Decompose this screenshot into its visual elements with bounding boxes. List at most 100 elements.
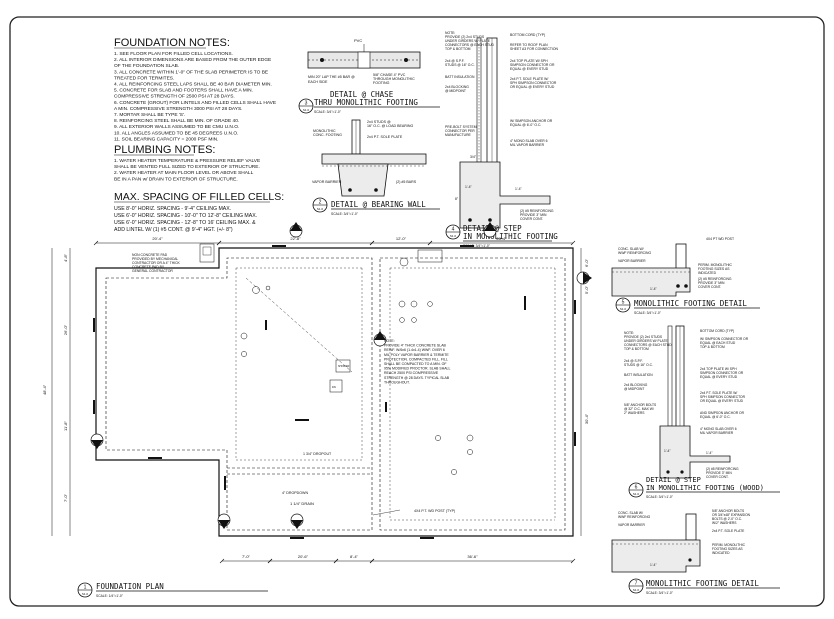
chase-label-2: EACH SIDE — [308, 80, 328, 84]
slab-outline — [95, 247, 574, 537]
step-wood-label: (2) #5 REINFORCING — [706, 467, 739, 471]
step-detail-label: CONNECTOR PER — [445, 129, 475, 133]
spacing-note-line: ADD LINTEL W/ (1) #5 CONT. @ 9'-4" HGT. … — [114, 227, 233, 233]
mono-footing-1-label: FOOTING SIZES AS — [698, 267, 730, 271]
step-wood-label: CONNECTORS @ EACH STUD — [624, 343, 672, 347]
shower-label: SHOWER — [338, 365, 349, 368]
step-wood-label: 2x4 BLOCKING — [624, 383, 648, 387]
step-wood-label: @ MIDPOINT — [624, 387, 644, 391]
chase-top-label: PVC — [354, 38, 362, 43]
svg-text:CONC. FOOTING: CONC. FOOTING — [313, 133, 342, 137]
step-wood-label: 2x4 TOP PLATE W/ SPH — [700, 367, 737, 371]
mono-footing-1-label: CONC. SLAB W/ — [618, 247, 644, 251]
spacing-notes-heading: MAX. SPACING OF FILLED CELLS: — [114, 191, 284, 203]
step-wood-label: EQUAL @ EVERY STUD — [700, 375, 738, 379]
svg-text:SCALE: 3/4"=1'-0": SCALE: 3/4"=1'-0" — [331, 212, 359, 216]
bottom-dimension-label: 7'-0" — [242, 554, 251, 559]
step-wood-label: PROVIDE 3" MIN — [706, 471, 732, 475]
bearing-detail-tag: 2 S1.0 — [312, 197, 328, 213]
overall-left-dim: 48'-4" — [42, 384, 47, 395]
foundation-note-line: 2. ALL INTERIOR DIMENSIONS ARE BASED FRO… — [114, 57, 271, 63]
svg-text:4: 4 — [452, 227, 455, 233]
slab-note-line: REACH 2500 PSI COMPRESSIVE — [384, 371, 439, 375]
step-detail-label: 1'-4" — [515, 187, 523, 191]
detail-chase: PVC MIN 20" LAP THE #5 BAR @ EACH SIDE 5… — [298, 38, 440, 114]
dropout-note: 1 3/4" DROPOUT — [303, 452, 332, 456]
step-detail-label: MIL VAPOR BARRIER — [510, 143, 545, 147]
step-wood-label: AND SIMPSON ANCHOR OR — [700, 411, 745, 415]
chase-scale: SCALE: 3/4"=1'-0" — [314, 110, 342, 114]
step-detail-label: EQUAL @ EVERY STUD — [510, 67, 549, 71]
slab-note-line: SHALL BE COMPACTED TO A MIN. OF — [384, 362, 447, 366]
foundation-note-line: OF THE FOUNDATION SLAB. — [114, 63, 179, 69]
post-note: 4X4 P.T. WD POST (TYP) — [414, 509, 455, 513]
mono-footing-2-label: OR 3/4"x48" EXPANSION — [712, 513, 751, 517]
section-tag-plan-2 — [483, 222, 497, 238]
step-detail-label: MANUFACTURE — [445, 133, 472, 137]
svg-text:S1.0: S1.0 — [317, 207, 324, 211]
step-detail-label: 2x4 P.T. SOLE PLATE W/ — [510, 77, 548, 81]
filled-cell-markers — [93, 245, 576, 539]
slab-note-line: STRENGTH @ 28 DAYS. TYPICAL SLAB — [384, 376, 450, 380]
step-detail-label: @ MIDPOINT — [445, 89, 466, 93]
svg-text:MONOLITHIC: MONOLITHIC — [313, 129, 336, 133]
step-detail-label: REFER TO ROOF PLAN — [510, 43, 548, 47]
dimension-tick — [333, 558, 339, 564]
step-detail-label: 8" — [455, 197, 459, 201]
step-wood-label: SIMPSON CONNECTOR OR — [700, 371, 744, 375]
step-wood-label: 5/8" ANCHOR BOLTS — [624, 403, 657, 407]
step-wood-label: SPH SIMPSON CONNECTOR — [700, 395, 746, 399]
sheet-border — [9, 16, 825, 607]
svg-text:16" O.C. @ LOAD BEARING: 16" O.C. @ LOAD BEARING — [367, 124, 413, 128]
svg-text:SCALE: 3/4"=1'-0": SCALE: 3/4"=1'-0" — [634, 311, 662, 315]
drain-note: 1 1/4" DRAIN — [290, 501, 314, 506]
mono-footing-1-label: (2) #5 REINFORCING — [698, 277, 732, 281]
left-dimensions: 4'-8"26'-0"11'-8"7'-0" — [63, 253, 68, 502]
dropdown-note: 4" DROPDOWN — [282, 491, 308, 495]
foundation-note-line: 4. ALL REINFORCING STEEL LAPS SHALL BE 4… — [114, 82, 272, 88]
mono-footing-2-label: PERIM. MONOLITHIC — [712, 543, 746, 547]
left-dimension-label: 11'-8" — [63, 420, 68, 430]
bearing-title: DETAIL @ BEARING WALL — [331, 200, 426, 209]
bottom-dimension-label: 20'-6" — [298, 554, 309, 559]
step-detail-label: TOP & BOTTOM — [445, 47, 471, 51]
step-wood-label: 2" WASHERS — [624, 411, 645, 415]
right-footing-dashed — [379, 257, 566, 531]
svg-text:S1.0: S1.0 — [620, 307, 627, 311]
slab-note-line: PROVIDE 4" THICK CONCRETE SLAB — [384, 344, 447, 348]
slab-note-line: THROUGHOUT. — [384, 380, 410, 384]
step-detail-label: 4" MONO SLAB OVER 6 — [510, 139, 548, 143]
top-dimensions: 20'-4"22'-8"12'-0"28'-4" — [93, 236, 576, 246]
step-wood-label: MIL VAPOR BARRIER — [700, 431, 734, 435]
step-detail-tag: 4 S1.0 — [445, 224, 461, 240]
chase-label-3: 5/8" CHASE 4" PVC — [373, 73, 406, 77]
step-wood-label: 2x4 @ S.P.F. — [624, 359, 643, 363]
svg-text:(2) #5 BARS: (2) #5 BARS — [396, 180, 417, 184]
step-detail-label: BATT INSULATION — [445, 75, 475, 79]
step-detail-label: 3/4" — [470, 155, 477, 159]
dimension-tick — [369, 240, 375, 246]
slab-note-line: MIL POLY VAPOR BARRIER & TERMITE — [384, 353, 449, 357]
mono-footing-2-title: MONOLITHIC FOOTING DETAIL — [646, 579, 759, 588]
step-wood-label: 1'-4" — [664, 449, 671, 453]
step-wood-title-1: DETAIL @ STEP — [646, 476, 701, 484]
step-detail-label: STUDS @ 16" O.C. — [445, 63, 475, 67]
chase-label-4: THROUGH MONOLITHIC — [373, 77, 415, 81]
left-dimension-label: 26'-0" — [63, 324, 68, 335]
svg-text:3: 3 — [305, 101, 308, 107]
chase-label-5: FOOTING — [373, 81, 390, 85]
step-detail-label: 2x4 @ S.P.F. — [445, 59, 464, 63]
right-dimension-label: 30'-4" — [584, 413, 589, 424]
svg-text:S1.0: S1.0 — [82, 592, 89, 596]
dimension-tick — [93, 240, 99, 246]
step-detail-label: BOTTOM CORD (TYP) — [510, 33, 545, 37]
foundation-note-line: 1. SEE FLOOR PLAN FOR FILLED CELL LOCATI… — [114, 51, 233, 57]
step-detail-label: PRE-BOLT SYSTEM — [445, 125, 477, 129]
foundation-note-line: 9. ALL EXTERIOR WALLS ASSUMED TO BE CMU … — [114, 124, 239, 130]
